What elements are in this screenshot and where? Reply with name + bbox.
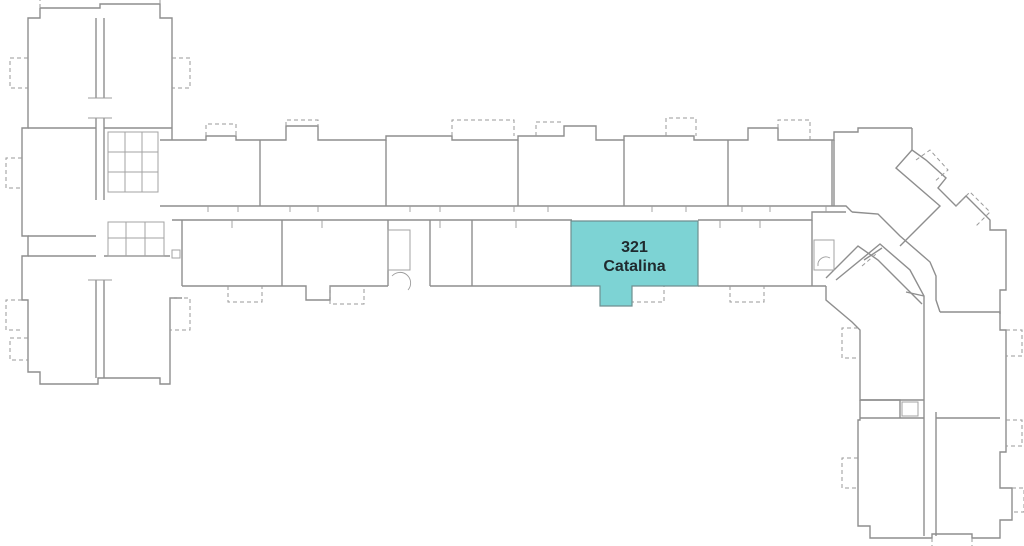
left-wing: [5, 0, 191, 385]
central-corridor: [160, 117, 912, 305]
right-wing: [813, 128, 1024, 546]
unit-321-catalina[interactable]: [570, 220, 699, 307]
